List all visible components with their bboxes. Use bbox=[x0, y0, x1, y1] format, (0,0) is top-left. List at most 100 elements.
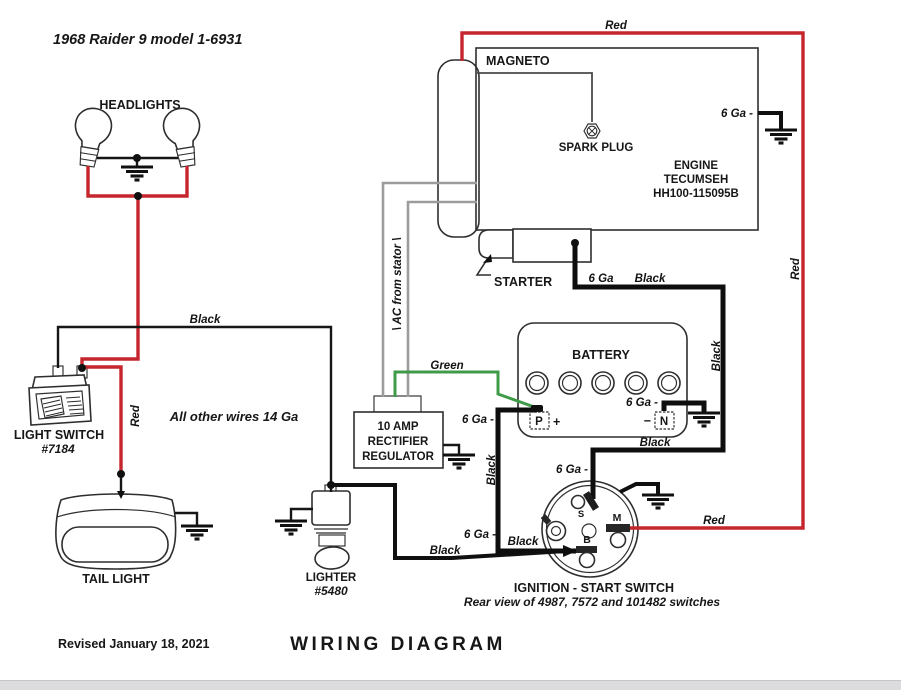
tail-light-label: TAIL LIGHT bbox=[82, 572, 150, 586]
ground-lighter bbox=[273, 519, 309, 536]
wire-labels: Red Red Red Red Black Black Black Black … bbox=[130, 20, 802, 557]
wire-label-ac-stator: \ AC from stator \ bbox=[392, 238, 404, 331]
rectifier-box bbox=[353, 411, 444, 469]
wire-label-6ga-s: 6 Ga - bbox=[556, 464, 588, 476]
spark-plug-symbol bbox=[583, 123, 601, 139]
ignition-switch-label: IGNITION - START SWITCH bbox=[514, 581, 674, 595]
headlight-bulb-left bbox=[68, 105, 115, 170]
wire-label-6ga-starter: 6 Ga bbox=[589, 273, 615, 285]
battery-case bbox=[517, 322, 688, 438]
black-wire-n-ground bbox=[661, 400, 707, 413]
tail-light-housing bbox=[55, 493, 177, 570]
lighter-part-number: #5480 bbox=[314, 584, 348, 598]
red-wire-tail-light bbox=[82, 365, 123, 474]
headlight-bulb-right bbox=[160, 105, 207, 170]
terminal-b-ring bbox=[578, 551, 596, 569]
wire-label-black-below-battery: Black bbox=[640, 437, 671, 449]
engine-assembly: MAGNETO SPARK PLUG ENGINE TECUMSEH HH100… bbox=[437, 47, 759, 289]
light-switch-label: LIGHT SWITCH bbox=[14, 428, 104, 442]
wire-label-black-vertical: Black bbox=[711, 340, 723, 371]
terminal-m-ring bbox=[609, 531, 627, 549]
starter-pointer-arrowhead bbox=[483, 254, 492, 263]
wire-label-black-lighter: Black bbox=[430, 545, 461, 557]
engine-label-2: TECUMSEH bbox=[664, 174, 729, 186]
page-title: 1968 Raider 9 model 1-6931 bbox=[53, 32, 242, 48]
rectifier-regulator: 10 AMP RECTIFIER REGULATOR bbox=[353, 395, 444, 469]
light-switch-bezel bbox=[35, 390, 85, 420]
terminal-s-label: S bbox=[578, 509, 584, 520]
headlights-label: HEADLIGHTS bbox=[99, 98, 180, 112]
ground-ignition bbox=[640, 493, 676, 510]
ignition-terminal-hardware bbox=[576, 491, 630, 569]
ground-battery bbox=[686, 411, 722, 428]
rectifier-label-3: REGULATOR bbox=[362, 451, 434, 463]
headlights: HEADLIGHTS bbox=[68, 98, 207, 170]
diagram-caption: WIRING DIAGRAM bbox=[290, 634, 506, 655]
battery-label: BATTERY bbox=[572, 348, 630, 362]
red-wire-main bbox=[460, 31, 805, 530]
black-wire-starter-to-s bbox=[572, 243, 726, 499]
lighter-ground-wire bbox=[289, 507, 313, 521]
spark-plug-wire bbox=[477, 72, 593, 122]
tail-light-bezel-line bbox=[56, 508, 177, 518]
wire-label-red-top: Red bbox=[605, 20, 628, 32]
starter-body bbox=[512, 228, 592, 263]
magneto-label: MAGNETO bbox=[486, 54, 550, 68]
wire-label-6ga-engine: 6 Ga - bbox=[721, 108, 753, 120]
terminal-b-label: B bbox=[583, 534, 591, 546]
wire-label-black-starter: Black bbox=[635, 273, 666, 285]
light-switch: LIGHT SWITCH #7184 bbox=[14, 365, 104, 456]
engine-ground-wire bbox=[758, 111, 783, 130]
battery-negative-post bbox=[654, 411, 675, 430]
rectifier-connector bbox=[373, 395, 422, 413]
ground-headlights bbox=[119, 165, 155, 182]
tail-light-ground-wire bbox=[175, 511, 199, 526]
tail-light-lead-arrowhead bbox=[117, 491, 125, 499]
terminal-m-label: M bbox=[613, 512, 622, 524]
lighter-label: LIGHTER bbox=[306, 572, 357, 584]
battery-positive-letter: P bbox=[535, 416, 543, 428]
battery-negative-sign: − bbox=[644, 414, 651, 428]
lighter: LIGHTER #5480 bbox=[306, 484, 357, 598]
rectifier-ground-wire bbox=[443, 443, 461, 455]
battery-negative-letter: N bbox=[660, 416, 668, 428]
light-switch-rocker bbox=[40, 395, 85, 419]
stator-wire-1 bbox=[381, 181, 477, 397]
tail-light-lens bbox=[61, 526, 169, 563]
note-all-other-wires: All other wires 14 Ga bbox=[169, 409, 299, 424]
black-wire-lighter-to-b bbox=[331, 483, 567, 560]
wire-label-black-b-wire: Black bbox=[508, 536, 539, 548]
wire-label-6ga-b: 6 Ga - bbox=[464, 529, 496, 541]
wire-label-black-switch: Black bbox=[190, 314, 221, 326]
ignition-switch-note: Rear view of 4987, 7572 and 101482 switc… bbox=[464, 595, 720, 609]
wiring bbox=[56, 31, 805, 560]
wire-label-6ga-n: 6 Ga - bbox=[626, 397, 658, 409]
ground-engine bbox=[763, 128, 799, 145]
red-wire-headlight-feed bbox=[80, 196, 140, 366]
wire-label-green: Green bbox=[430, 360, 463, 372]
starter-nose bbox=[478, 229, 514, 259]
wire-label-black-p-wire: Black bbox=[486, 454, 498, 485]
revised-date: Revised January 18, 2021 bbox=[58, 637, 210, 651]
lighter-collar bbox=[318, 534, 346, 547]
spark-plug-label: SPARK PLUG bbox=[559, 142, 634, 154]
battery: BATTERY P + N − bbox=[517, 322, 688, 438]
terminal-s-bar bbox=[583, 491, 599, 511]
black-wire-battery-to-b bbox=[495, 407, 576, 554]
horizontal-scrollbar[interactable] bbox=[0, 680, 901, 690]
ground-rectifier bbox=[441, 453, 477, 470]
rectifier-label-1: 10 AMP bbox=[377, 421, 418, 433]
wire-label-6ga-p: 6 Ga - bbox=[462, 414, 494, 426]
ignition-terminal-left bbox=[545, 520, 567, 542]
wire-label-red-left: Red bbox=[130, 404, 142, 427]
ground-tail-light bbox=[179, 524, 215, 541]
terminal-m-bar bbox=[606, 524, 630, 532]
wire-label-red-right: Red bbox=[790, 257, 802, 280]
engine-label-1: ENGINE bbox=[674, 160, 718, 172]
magneto-housing bbox=[437, 59, 480, 238]
rectifier-label-2: RECTIFIER bbox=[368, 436, 429, 448]
lighter-body bbox=[311, 490, 351, 526]
green-wire-rectifier-to-battery bbox=[393, 370, 538, 410]
